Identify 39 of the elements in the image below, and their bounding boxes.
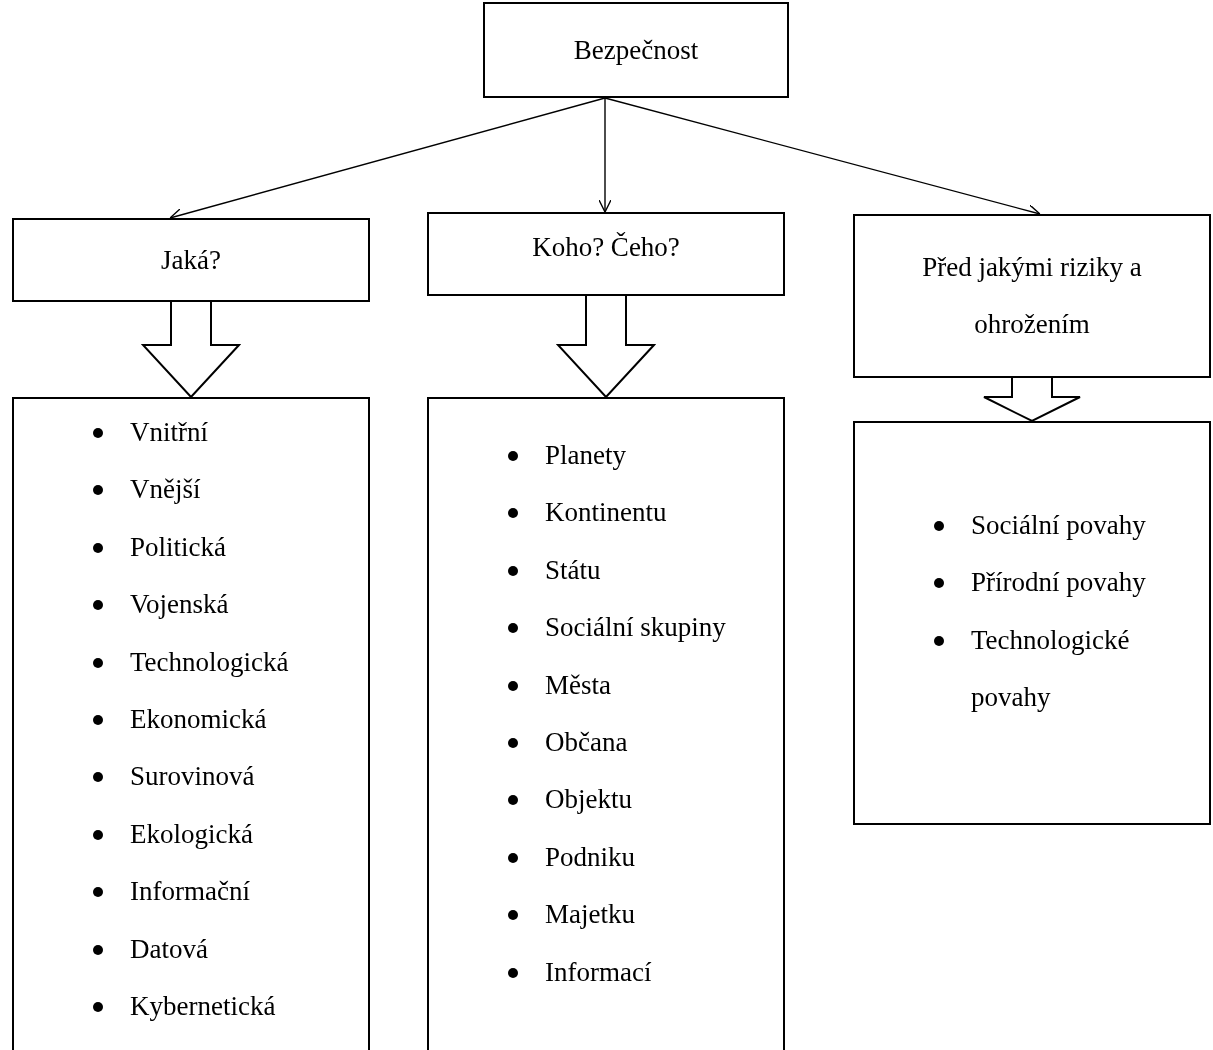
- list-item: Kybernetická: [130, 991, 276, 1022]
- list-item: Vojenská: [130, 589, 229, 620]
- list-item: Informací: [545, 956, 652, 987]
- list-item: Informační: [130, 876, 250, 907]
- category-box: [853, 214, 1211, 378]
- list-item: Planety: [545, 440, 626, 470]
- list-item: Kontinentu: [545, 497, 667, 528]
- list-box: [427, 397, 785, 1050]
- list-item: Technologické povahy: [971, 624, 1130, 713]
- list-item: Města: [545, 669, 611, 700]
- list-item: Státu: [545, 554, 601, 585]
- category-box: [427, 212, 785, 296]
- list-item: Vnější: [130, 474, 201, 505]
- list-item: Surovinová: [130, 761, 255, 792]
- list-item: Občana: [545, 727, 628, 758]
- arrow: [598, 97, 612, 213]
- block-arrow: [557, 296, 655, 398]
- category-box: [12, 218, 370, 302]
- list-item: Sociální skupiny: [545, 612, 726, 643]
- box-label: Jaká?: [161, 243, 221, 277]
- list-item: Datová: [130, 933, 208, 964]
- list-item: Ekonomická: [130, 704, 267, 735]
- category-box: [483, 2, 789, 98]
- list-item: Majetku: [545, 899, 635, 930]
- block-arrow: [142, 302, 240, 398]
- block-arrow: [983, 378, 1081, 422]
- list-item: Sociální povahy: [971, 510, 1146, 540]
- list-box: [853, 421, 1211, 825]
- list-item: Ekologická: [130, 818, 253, 849]
- list-item: Politická: [130, 531, 226, 562]
- list-item: Objektu: [545, 784, 632, 815]
- list-item: Technologická: [130, 646, 289, 677]
- box-label: Před jakými riziky a ohrožením: [921, 251, 1143, 341]
- list-item: Vnitřní: [130, 417, 208, 447]
- list-item: Podniku: [545, 841, 636, 872]
- box-label: Koho? Čeho?: [532, 230, 680, 264]
- list-box: [12, 397, 370, 1050]
- box-label: Bezpečnost: [573, 33, 699, 67]
- list-item: Přírodní povahy: [971, 567, 1146, 598]
